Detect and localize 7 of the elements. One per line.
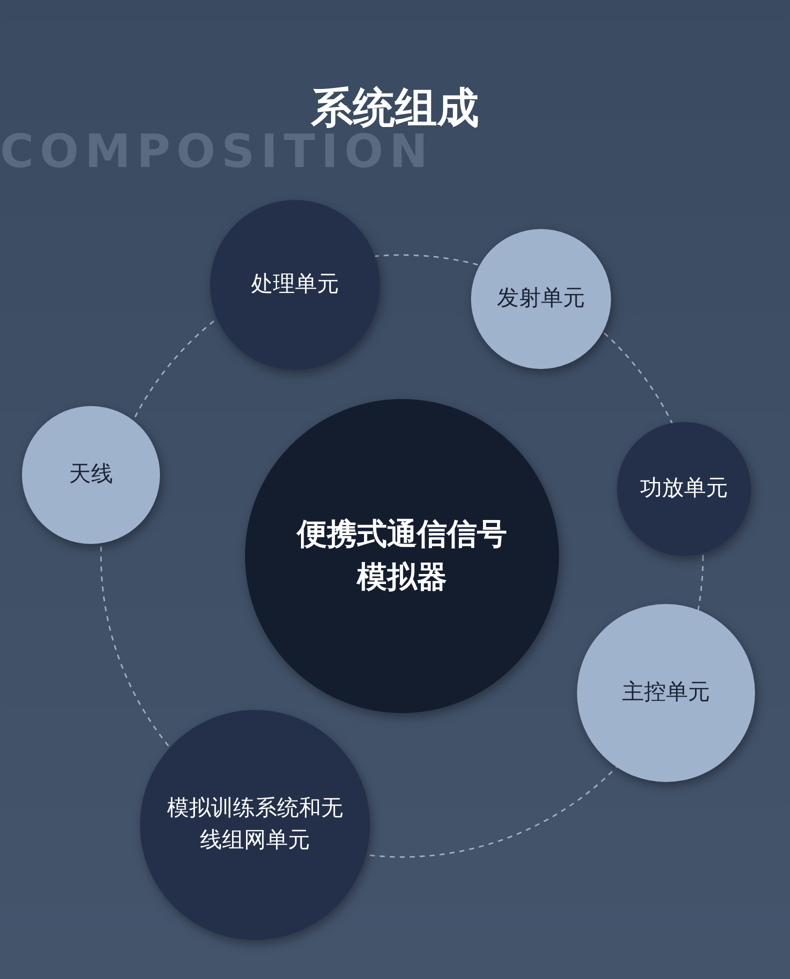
node-label: 便携式通信信号模拟器 — [295, 516, 508, 597]
node-label: 主控单元 — [621, 679, 711, 708]
node-label: 模拟训练系统和无线组网单元 — [166, 795, 344, 855]
node-label: 处理单元 — [250, 271, 340, 300]
node-label: 天线 — [68, 461, 114, 490]
node-label: 发射单元 — [496, 285, 586, 314]
node-label: 功放单元 — [639, 475, 729, 504]
